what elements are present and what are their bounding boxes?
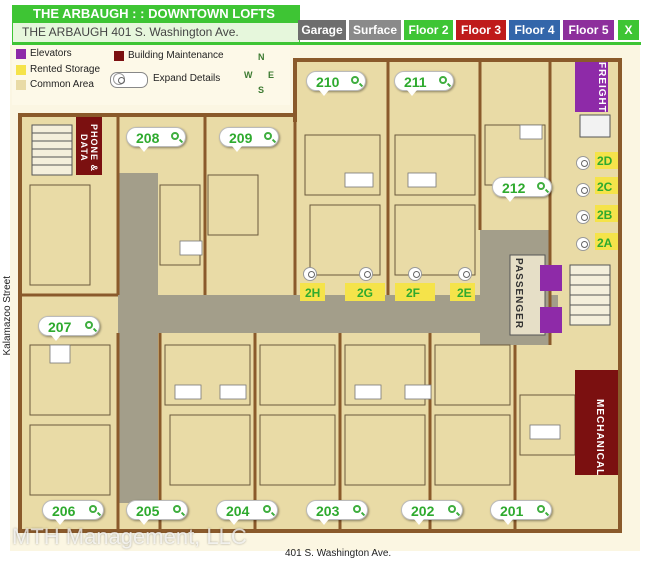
unit-label: 211 <box>404 74 427 90</box>
bubble-tail <box>319 519 329 525</box>
storage-2e-label[interactable]: 2E <box>457 286 472 300</box>
unit-210-button[interactable]: 210 <box>306 71 366 96</box>
legend: Elevators Building Maintenance Rented St… <box>12 45 290 105</box>
bubble-tail <box>505 196 515 202</box>
storage-2b-label[interactable]: 2B <box>597 208 613 222</box>
unit-label: 202 <box>411 503 435 519</box>
unit-label: 204 <box>226 503 250 519</box>
search-icon <box>85 321 93 329</box>
page-subtitle: THE ARBAUGH 401 S. Washington Ave. <box>22 25 239 39</box>
legend-rented-storage: Rented Storage <box>30 64 101 75</box>
magnifier-icon <box>113 73 125 85</box>
bubble-tail <box>414 519 424 525</box>
unit-label: 212 <box>502 180 526 196</box>
storage-2a-label[interactable]: 2A <box>597 236 613 250</box>
storage-2h-label[interactable]: 2H <box>305 286 321 300</box>
search-icon <box>263 505 271 513</box>
legend-expand-details: Expand Details <box>153 73 221 84</box>
tab-surface[interactable]: Surface <box>349 20 401 40</box>
search-icon <box>351 76 359 84</box>
common-area-swatch <box>16 80 26 90</box>
rented-storage-swatch <box>16 65 26 75</box>
page-title: THE ARBAUGH : : DOWNTOWN LOFTS <box>33 6 275 21</box>
storage-2g-label[interactable]: 2G <box>357 286 374 300</box>
tab-floor-4[interactable]: Floor 4 <box>509 20 560 40</box>
storage-2a-key-icon[interactable] <box>576 237 590 251</box>
unit-206-button[interactable]: 206 <box>42 500 104 525</box>
tab-floor-3[interactable]: Floor 3 <box>456 20 506 40</box>
tab-underline <box>12 42 641 45</box>
phone-data-room-label: PHONE & DATA <box>79 123 99 172</box>
storage-2h-key-icon[interactable] <box>303 267 317 281</box>
unit-205-button[interactable]: 205 <box>126 500 188 525</box>
watermark: MTH Management, LLC <box>12 524 247 549</box>
unit-label: 206 <box>52 503 76 519</box>
search-icon <box>171 132 179 140</box>
bubble-tail <box>55 519 65 525</box>
compass-w: W <box>244 70 253 80</box>
compass-s: S <box>258 85 265 95</box>
search-icon <box>173 505 181 513</box>
unit-208-button[interactable]: 208 <box>126 127 186 152</box>
bubble-tail <box>232 146 242 152</box>
street-label-kalamazoo: Kalamazoo Street <box>2 276 13 356</box>
street-label-washington: 401 S. Washington Ave. <box>285 548 392 559</box>
floor-plan <box>10 45 640 551</box>
storage-2e-key-icon[interactable] <box>458 267 472 281</box>
search-icon <box>537 505 545 513</box>
unit-203-button[interactable]: 203 <box>306 500 368 525</box>
bubble-tail <box>139 146 149 152</box>
tab-floor-5[interactable]: Floor 5 <box>563 20 614 40</box>
unit-label: 203 <box>316 503 340 519</box>
storage-2c-label[interactable]: 2C <box>597 180 613 194</box>
unit-207-button[interactable]: 207 <box>38 316 100 341</box>
legend-common-area: Common Area <box>30 79 94 90</box>
unit-211-button[interactable]: 211 <box>394 71 454 96</box>
passenger-elevator-label: PASSENGER <box>513 258 524 330</box>
unit-label: 201 <box>500 503 524 519</box>
legend-building-maintenance: Building Maintenance <box>128 50 224 61</box>
building-maintenance-swatch <box>114 51 124 61</box>
search-icon <box>448 505 456 513</box>
unit-label: 209 <box>229 130 253 146</box>
search-icon <box>537 182 545 190</box>
unit-209-button[interactable]: 209 <box>219 127 279 152</box>
bubble-tail <box>139 519 149 525</box>
bubble-tail <box>503 519 513 525</box>
tab-floor-2[interactable]: Floor 2 <box>404 20 453 40</box>
unit-label: 208 <box>136 130 160 146</box>
storage-2d-label[interactable]: 2D <box>597 154 613 168</box>
search-icon <box>89 505 97 513</box>
storage-2g-key-icon[interactable] <box>359 267 373 281</box>
storage-2b-key-icon[interactable] <box>576 210 590 224</box>
legend-elevators: Elevators <box>30 48 72 59</box>
elevators-swatch <box>16 49 26 59</box>
unit-label: 207 <box>48 319 72 335</box>
bubble-tail <box>51 335 61 341</box>
header-bar <box>12 5 300 23</box>
unit-212-button[interactable]: 212 <box>492 177 552 202</box>
expand-details-button[interactable] <box>110 72 148 88</box>
tab-garage[interactable]: Garage <box>298 20 346 40</box>
unit-label: 205 <box>136 503 160 519</box>
storage-2f-key-icon[interactable] <box>408 267 422 281</box>
unit-201-button[interactable]: 201 <box>490 500 552 525</box>
storage-2c-key-icon[interactable] <box>576 183 590 197</box>
unit-label: 210 <box>316 74 340 90</box>
storage-2d-key-icon[interactable] <box>576 156 590 170</box>
compass-n: N <box>258 52 265 62</box>
search-icon <box>264 132 272 140</box>
bubble-tail <box>229 519 239 525</box>
freight-elevator-label: FREIGHT <box>596 62 607 113</box>
storage-2f-label[interactable]: 2F <box>406 286 421 300</box>
compass-e: E <box>268 70 275 80</box>
bubble-tail <box>319 90 329 96</box>
unit-202-button[interactable]: 202 <box>401 500 463 525</box>
close-tab-button[interactable]: X <box>618 20 639 40</box>
search-icon <box>439 76 447 84</box>
mechanical-room-label: MECHANICAL <box>594 399 605 477</box>
bubble-tail <box>407 90 417 96</box>
search-icon <box>353 505 361 513</box>
unit-204-button[interactable]: 204 <box>216 500 278 525</box>
